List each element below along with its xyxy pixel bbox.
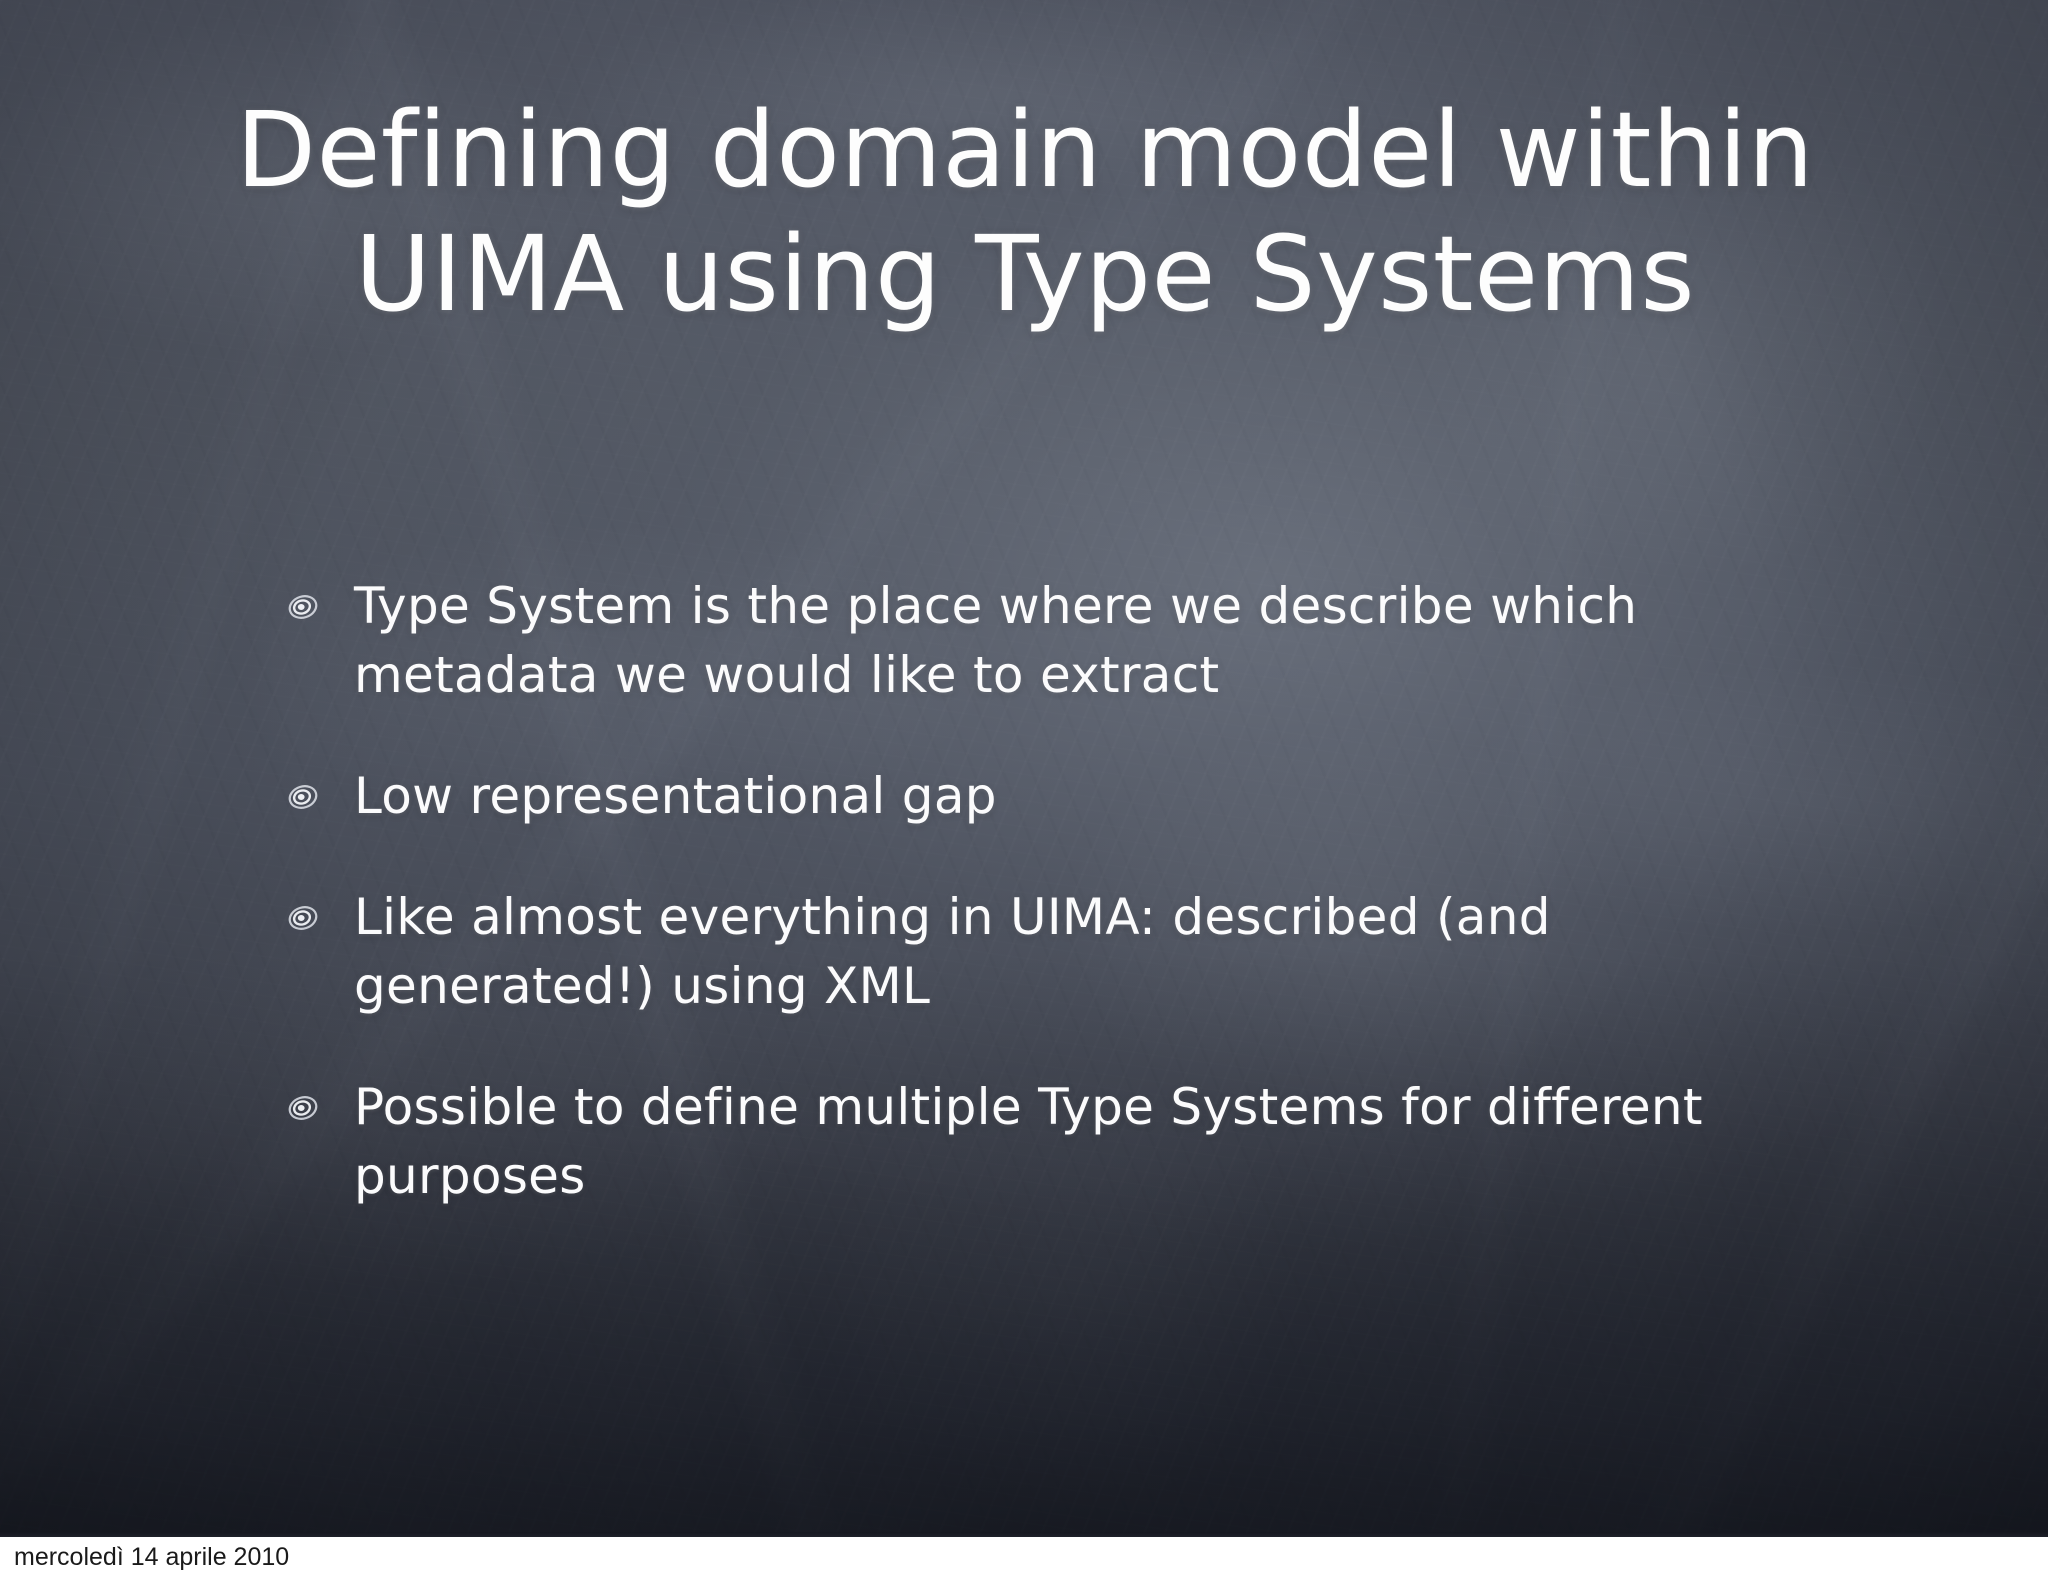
list-item-label: Type System is the place where we descri… [354,577,1638,704]
slide-title: Defining domain model within UIMA using … [235,89,1815,335]
list-item-label: Low representational gap [354,767,997,825]
list-item-label: Possible to define multiple Type Systems… [354,1078,1703,1205]
slide-content: Defining domain model within UIMA using … [235,89,1815,1263]
spiral-chalk-bullet-icon [288,592,318,622]
list-item: Possible to define multiple Type Systems… [288,1073,1808,1211]
bullet-list: Type System is the place where we descri… [288,572,1808,1263]
list-item: Type System is the place where we descri… [288,572,1808,710]
presentation-slide: Defining domain model within UIMA using … [0,0,2048,1537]
chalkboard-bottom-edge [0,1532,2048,1537]
slide-footer-bar: mercoledì 14 aprile 2010 [0,1537,2048,1576]
list-item: Like almost everything in UIMA: describe… [288,883,1808,1021]
footer-date-label: mercoledì 14 aprile 2010 [14,1543,290,1571]
spiral-chalk-bullet-icon [288,1093,318,1123]
spiral-chalk-bullet-icon [288,903,318,933]
spiral-chalk-bullet-icon [288,782,318,812]
list-item-label: Like almost everything in UIMA: describe… [354,888,1551,1015]
list-item: Low representational gap [288,762,1808,831]
chalkboard-vignette [0,0,2048,1537]
